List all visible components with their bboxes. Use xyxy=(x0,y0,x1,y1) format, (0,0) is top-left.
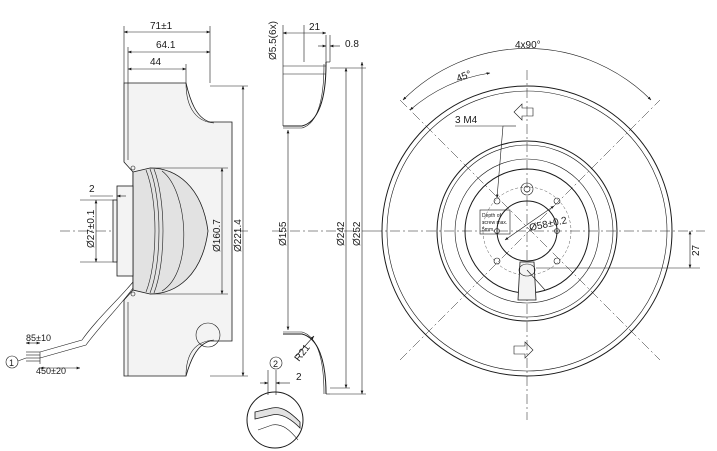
front-view: Depth of screw max. 5mm 4x90° 45° 3 M4 Ø… xyxy=(372,40,705,420)
dim-shaft-dia: Ø27±0.1 xyxy=(86,209,97,248)
dim-width-total: 71±1 xyxy=(150,21,173,32)
motor-hub xyxy=(116,185,134,277)
dim-angle-spacing: 4x90° xyxy=(515,40,541,51)
hub-ring xyxy=(496,200,558,262)
dim-radius: R21 xyxy=(293,342,313,364)
screw-hole xyxy=(493,257,501,265)
dim-outer-dia-2: Ø252 xyxy=(352,221,363,246)
dim-inlet-dia: Ø155 xyxy=(278,221,289,246)
detail-circle-marker xyxy=(195,322,221,348)
dim-housing-dia: Ø221.4 xyxy=(233,219,244,252)
dim-holes: Ø5.5(6x) xyxy=(268,21,279,60)
housing-ring xyxy=(436,140,618,322)
dim-motor-dia: Ø160.7 xyxy=(212,219,223,252)
detail-dim: 2 xyxy=(296,372,302,383)
outer-ring xyxy=(381,85,673,377)
section-view: 21 0.8 Ø5.5(6x) Ø155 Ø242 Ø252 R21 2 2 xyxy=(246,21,372,449)
rotation-arrow-bottom xyxy=(513,341,534,359)
motor-rotor xyxy=(132,167,209,295)
cable-outlet xyxy=(517,261,537,301)
detail-callout-circle xyxy=(269,356,283,370)
screw-hole xyxy=(523,185,531,193)
screw-hole xyxy=(553,257,561,265)
dim-cable-strip: 85±10 xyxy=(26,333,51,343)
label-depth-3: 5mm xyxy=(482,227,493,233)
dim-outer-dia-1: Ø242 xyxy=(336,221,347,246)
callout-cable: 1 xyxy=(9,358,14,368)
callout-detail: 2 xyxy=(273,359,278,369)
screw-hole xyxy=(553,197,561,205)
label-depth-1: Depth of xyxy=(482,213,502,219)
screw-hole xyxy=(494,228,500,234)
dim-offset: 27 xyxy=(691,244,702,256)
dim-section-width: 21 xyxy=(309,22,321,33)
screw-hole xyxy=(554,228,560,234)
dim-thread: 3 M4 xyxy=(455,115,478,126)
dim-width-mid: 64.1 xyxy=(156,40,176,51)
dim-cable-length: 450±20 xyxy=(36,366,66,376)
side-view: 71±1 64.1 44 2 Ø27±0.1 Ø160.7 Ø221.4 85±… xyxy=(5,21,248,377)
callout-cable-circle xyxy=(5,355,19,369)
dim-step: 2 xyxy=(89,184,95,195)
dim-thickness: 0.8 xyxy=(345,39,359,50)
label-depth-2: screw max. xyxy=(482,220,507,226)
cable xyxy=(39,281,134,353)
inlet-ring-profile xyxy=(283,62,327,127)
rotation-arrow-top xyxy=(513,103,534,121)
dim-width-inner: 44 xyxy=(150,57,162,68)
dim-angle: 45° xyxy=(455,69,473,85)
detail-bubble xyxy=(246,391,304,449)
